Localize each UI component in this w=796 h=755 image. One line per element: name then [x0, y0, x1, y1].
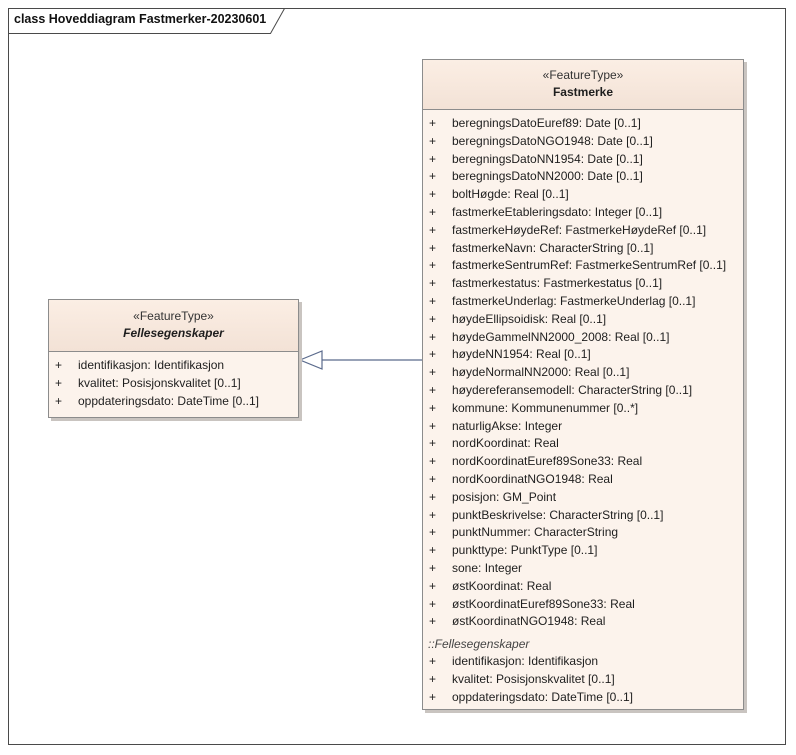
generalization-arrowhead [298, 350, 323, 370]
attribute[interactable]: +høydeNN1954: Real [0..1] [429, 347, 591, 362]
attribute[interactable]: +kommune: Kommunenummer [0..*] [429, 400, 639, 415]
class-fastmerke[interactable]: «FeatureType» Fastmerke +beregningsDatoE… [422, 59, 744, 710]
attribute[interactable]: +sone: Integer [429, 560, 523, 575]
class-header: «FeatureType» Fellesegenskaper [49, 300, 298, 352]
attribute-list: +identifikasjon: Identifikasjon +kvalite… [49, 352, 298, 410]
inherited-attribute[interactable]: +identifikasjon: Identifikasjon [429, 654, 599, 669]
class-name: Fastmerke [552, 85, 614, 99]
attribute[interactable]: +fastmerkeUnderlag: FastmerkeUnderlag [0… [429, 293, 696, 308]
inherited-attribute[interactable]: +oppdateringsdato: DateTime [0..1] [429, 689, 633, 704]
attribute-list: +beregningsDatoEuref89: Date [0..1] +ber… [423, 110, 743, 631]
attribute[interactable]: +kvalitet: Posisjonskvalitet [0..1] [55, 375, 241, 390]
attribute[interactable]: +posisjon: GM_Point [429, 489, 557, 504]
attribute[interactable]: +fastmerkeNavn: CharacterString [0..1] [429, 240, 654, 255]
inherited-attribute[interactable]: +kvalitet: Posisjonskvalitet [0..1] [429, 671, 615, 686]
attribute[interactable]: +beregningsDatoNN2000: Date [0..1] [429, 169, 643, 184]
attribute[interactable]: +beregningsDatoEuref89: Date [0..1] [429, 116, 641, 130]
inherited-attribute-list: +identifikasjon: Identifikasjon +kvalite… [423, 653, 743, 706]
attribute[interactable]: +høydeEllipsoidisk: Real [0..1] [429, 311, 607, 326]
inherited-section-label: ::Fellesegenskaper [428, 637, 530, 652]
attribute[interactable]: +naturligAkse: Integer [429, 418, 563, 433]
attribute[interactable]: +nordKoordinatEuref89Sone33: Real [429, 454, 643, 469]
attribute[interactable]: +fastmerkeSentrumRef: FastmerkeSentrumRe… [429, 258, 727, 273]
attribute[interactable]: +østKoordinat: Real [429, 578, 552, 593]
attribute[interactable]: +østKoordinatEuref89Sone33: Real [429, 596, 635, 611]
attribute[interactable]: +østKoordinatNGO1948: Real [429, 614, 606, 629]
diagram-frame [8, 8, 786, 745]
attribute[interactable]: +høydereferansemodell: CharacterString [… [429, 382, 693, 397]
attribute[interactable]: +punkttype: PunktType [0..1] [429, 543, 598, 558]
attribute[interactable]: +høydeGammelNN2000_2008: Real [0..1] [429, 329, 670, 344]
diagram-title: class Hoveddiagram Fastmerker-20230601 [14, 12, 267, 26]
attribute[interactable]: +oppdateringsdato: DateTime [0..1] [55, 393, 259, 408]
class-name: Fellesegenskaper [123, 326, 224, 340]
attribute[interactable]: +fastmerkestatus: Fastmerkestatus [0..1] [429, 276, 663, 291]
attribute[interactable]: +fastmerkeEtableringsdato: Integer [0..1… [429, 204, 663, 219]
attribute[interactable]: +høydeNormalNN2000: Real [0..1] [429, 365, 630, 380]
title-tab-outline [8, 8, 285, 34]
attribute[interactable]: +nordKoordinatNGO1948: Real [429, 471, 613, 486]
attribute[interactable]: +nordKoordinat: Real [429, 436, 559, 451]
class-stereotype: «FeatureType» [542, 68, 624, 82]
attribute[interactable]: +boltHøgde: Real [0..1] [429, 187, 569, 202]
class-stereotype: «FeatureType» [133, 309, 214, 323]
attribute[interactable]: +punktNummer: CharacterString [429, 525, 619, 540]
class-fellesegenskaper[interactable]: «FeatureType» Fellesegenskaper +identifi… [48, 299, 299, 418]
attribute[interactable]: +fastmerkeHøydeRef: FastmerkeHøydeRef [0… [429, 222, 707, 237]
attribute[interactable]: +beregningsDatoNGO1948: Date [0..1] [429, 133, 653, 148]
attribute[interactable]: +identifikasjon: Identifikasjon [55, 358, 225, 372]
attribute[interactable]: +beregningsDatoNN1954: Date [0..1] [429, 151, 643, 166]
attribute[interactable]: +punktBeskrivelse: CharacterString [0..1… [429, 507, 664, 522]
class-header: «FeatureType» Fastmerke [423, 60, 743, 110]
